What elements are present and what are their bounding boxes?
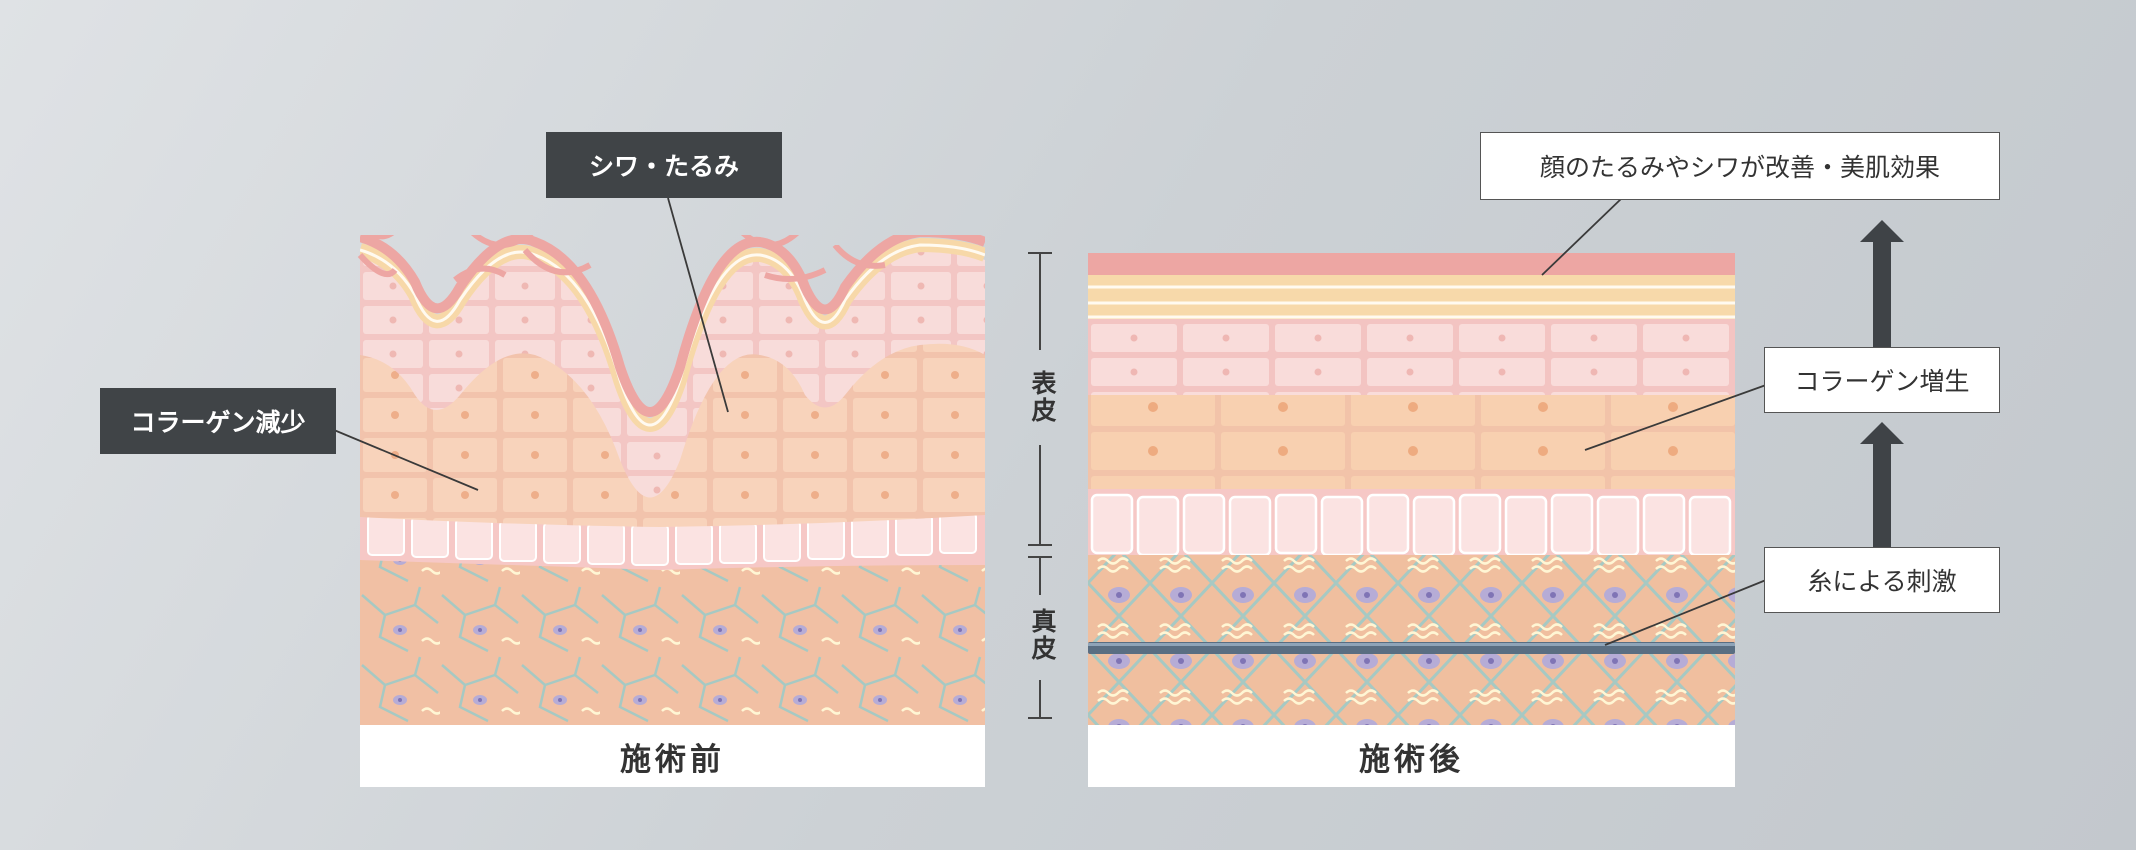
after-caption: 施術後	[1088, 725, 1735, 787]
thread-stimulus-label: 糸による刺激	[1764, 547, 2000, 613]
up-arrow-icon	[1860, 422, 1904, 550]
before-skin-diagram	[360, 235, 985, 725]
before-caption: 施術前	[360, 725, 985, 787]
skin-flake-decoration	[357, 245, 886, 283]
layer-scale-bracket	[1028, 252, 1052, 719]
up-arrow-icon	[1860, 220, 1904, 348]
improvement-label: 顔のたるみやシワが改善・美肌効果	[1480, 132, 2000, 200]
collagen-increase-label: コラーゲン増生	[1764, 347, 2000, 413]
dermis-label: 真皮	[1028, 608, 1057, 662]
epidermis-label: 表皮	[1028, 370, 1057, 424]
wrinkles-label: シワ・たるみ	[546, 132, 782, 198]
collagen-decrease-label: コラーゲン減少	[100, 388, 336, 454]
after-skin-diagram	[1088, 253, 1735, 725]
